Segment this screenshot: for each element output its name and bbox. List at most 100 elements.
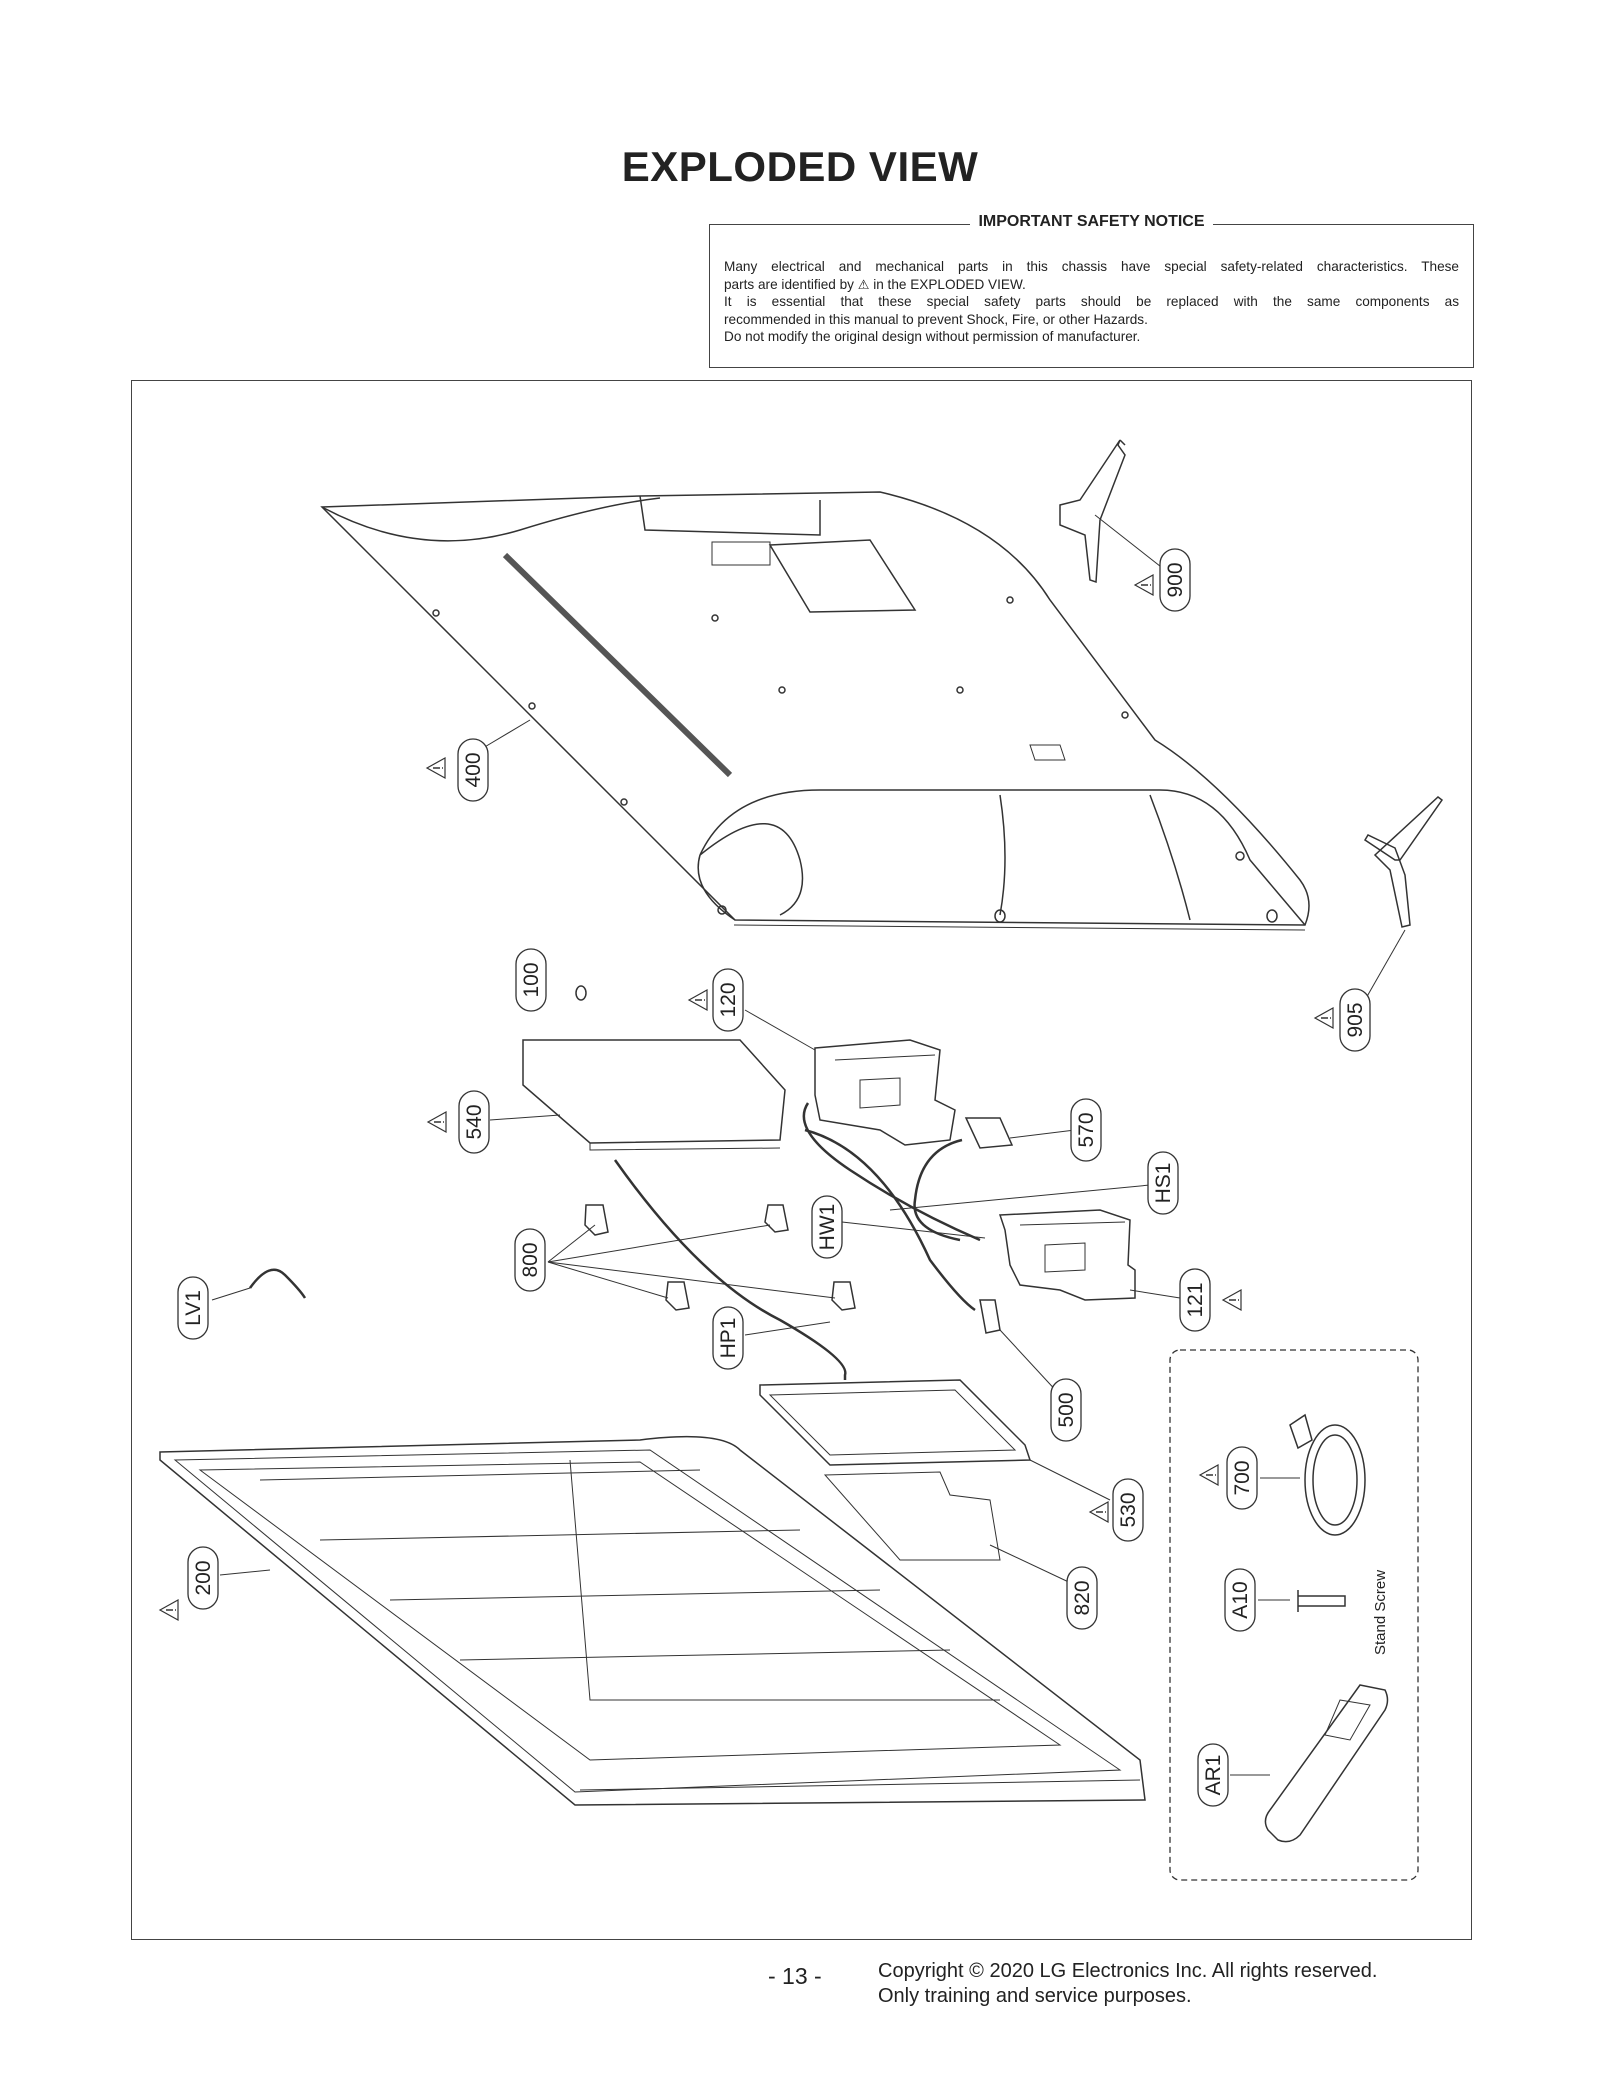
notice-line-4: recommended in this manual to prevent Sh…	[724, 311, 1148, 327]
notice-line-2-post: in the EXPLODED VIEW.	[873, 276, 1026, 292]
callout-label-A10: A10	[1229, 1581, 1252, 1618]
callout-bubble	[515, 948, 547, 1012]
ir-board-570-drawing	[964, 1117, 1014, 1149]
callout-bubble	[458, 1090, 490, 1154]
page-title: EXPLODED VIEW	[621, 143, 979, 190]
main-board-540-drawing	[522, 1039, 786, 1151]
callout-label-530: 530	[1117, 1492, 1140, 1527]
leader-121	[1129, 1289, 1181, 1299]
callout-120: 120	[712, 968, 744, 1032]
callout-121: 121	[1179, 1268, 1211, 1332]
callout-label-570: 570	[1075, 1112, 1098, 1147]
callout-bubble	[187, 1546, 219, 1610]
part-100-drawing	[575, 985, 587, 1001]
callout-label-AR1: AR1	[1202, 1755, 1225, 1796]
leader-800	[547, 1261, 669, 1299]
callout-820: 820	[1066, 1566, 1098, 1630]
safety-notice-box: IMPORTANT SAFETY NOTICE Many electrical …	[709, 213, 1474, 368]
callout-bubble	[1197, 1743, 1229, 1807]
callout-LV1: LV1	[177, 1276, 209, 1340]
callout-905: 905	[1339, 988, 1371, 1052]
callout-400: 400	[457, 738, 489, 802]
callout-label-905: 905	[1344, 1002, 1367, 1037]
safety-triangle-icon	[426, 1110, 447, 1134]
back-cover-drawing	[320, 491, 1310, 931]
callout-200: 200	[187, 1546, 219, 1610]
callout-800: 800	[514, 1228, 546, 1292]
callout-label-400: 400	[462, 752, 485, 787]
copyright-line-2: Only training and service purposes.	[878, 1985, 1192, 2007]
callout-700: 700	[1226, 1446, 1258, 1510]
callout-label-500: 500	[1055, 1392, 1078, 1427]
callout-bubble	[457, 738, 489, 802]
leader-200	[219, 1569, 271, 1576]
callout-bubble	[712, 1306, 744, 1370]
callout-label-121: 121	[1184, 1282, 1207, 1317]
leader-LV1	[211, 1287, 251, 1301]
copyright: Copyright © 2020 LG Electronics Inc. All…	[878, 1959, 1377, 2009]
callout-label-700: 700	[1231, 1460, 1254, 1495]
callout-bubble	[1050, 1378, 1082, 1442]
leader-540	[489, 1114, 561, 1121]
sheet-820-drawing	[823, 1471, 1001, 1561]
safety-notice-text: Many electrical and mechanical parts in …	[724, 258, 1459, 346]
safety-triangle-icon	[1088, 1500, 1109, 1524]
leader-900	[1094, 514, 1166, 571]
callout-label-LV1: LV1	[182, 1290, 205, 1326]
leader-HP1	[744, 1321, 831, 1336]
safety-triangle-icon	[1198, 1463, 1219, 1487]
leader-905	[1364, 929, 1406, 1001]
safety-triangle-icon	[1221, 1288, 1242, 1312]
callout-bubble	[1159, 548, 1191, 612]
stand-905-drawing	[1363, 796, 1444, 928]
safety-triangle-icon	[158, 1598, 179, 1622]
callout-bubble	[177, 1276, 209, 1340]
callout-bubble	[1112, 1478, 1144, 1542]
callout-bubble	[1066, 1566, 1098, 1630]
cable-wires	[613, 1102, 981, 1380]
callout-bubble	[1070, 1098, 1102, 1162]
copyright-line-1: Copyright © 2020 LG Electronics Inc. All…	[878, 1960, 1378, 1982]
callout-A10: A10	[1224, 1568, 1256, 1632]
callout-HS1: HS1	[1147, 1151, 1179, 1215]
callout-bubble	[1224, 1568, 1256, 1632]
notice-line-2: parts are identified by ⚠ in the EXPLODE…	[724, 276, 1459, 294]
accessory-box	[1169, 1349, 1419, 1881]
callout-label-800: 800	[519, 1242, 542, 1277]
stand-screw-a10-drawing	[1297, 1590, 1346, 1612]
notice-line-3: It is essential that these special safet…	[724, 294, 1459, 309]
callout-bubble	[1226, 1446, 1258, 1510]
leader-800	[547, 1224, 771, 1263]
board-500-drawing	[979, 1299, 1001, 1334]
callout-label-100: 100	[520, 962, 543, 997]
warning-triangle-icon: ⚠	[857, 276, 870, 292]
leader-lines	[211, 514, 1406, 1776]
callout-label-HS1: HS1	[1152, 1163, 1175, 1204]
leader-530	[1029, 1459, 1111, 1501]
callout-900: 900	[1159, 548, 1191, 612]
brackets-800-drawing	[584, 1204, 856, 1311]
safety-triangle-icon	[425, 756, 446, 780]
notice-line-2-pre: parts are identified by	[724, 276, 854, 292]
callout-530: 530	[1112, 1478, 1144, 1542]
stand-900-drawing	[1059, 439, 1126, 584]
callout-bubble	[811, 1195, 843, 1259]
callout-label-HW1: HW1	[816, 1204, 839, 1251]
callout-100: 100	[515, 948, 547, 1012]
notice-line-1: Many electrical and mechanical parts in …	[724, 259, 1459, 274]
safety-triangle-icon	[687, 988, 708, 1012]
notice-line-5: Do not modify the original design withou…	[724, 329, 1141, 344]
leader-570	[1009, 1129, 1076, 1139]
callout-label-120: 120	[717, 982, 740, 1017]
callout-bubble	[1147, 1151, 1179, 1215]
callout-label-HP1: HP1	[717, 1318, 740, 1359]
callout-bubble	[1339, 988, 1371, 1052]
callout-bubble	[712, 968, 744, 1032]
page-number: - 13 -	[768, 1963, 822, 1989]
power-cord-700-drawing	[1289, 1413, 1366, 1536]
callout-bubble	[514, 1228, 546, 1292]
speaker-121-drawing	[998, 1209, 1136, 1301]
leader-800	[547, 1261, 836, 1299]
